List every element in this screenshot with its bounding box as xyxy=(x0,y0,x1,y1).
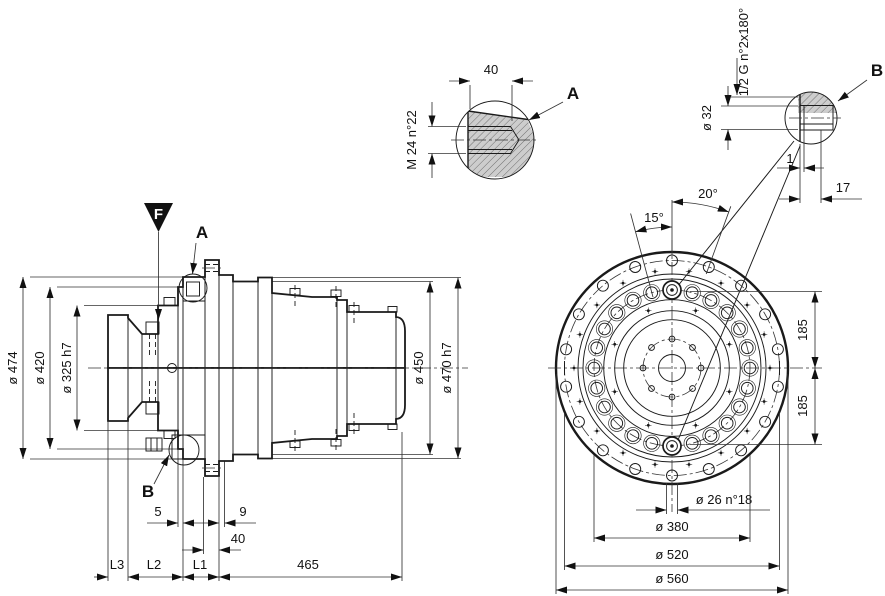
detail-view-b: 1/2 G n°2x180° ø 32 1 17 B xyxy=(676,8,883,441)
dim-dia-380: ø 380 xyxy=(655,519,688,534)
dim-dia-420: ø 420 xyxy=(32,351,47,384)
dim-dia-560: ø 560 xyxy=(655,571,688,586)
dim-185-lower: 185 xyxy=(795,395,810,417)
dim-dia-325: ø 325 h7 xyxy=(59,342,74,393)
dim-l3: L3 xyxy=(110,557,124,572)
dim-angle-20: 20° xyxy=(698,186,718,201)
dim-dia-474: ø 474 xyxy=(5,351,20,384)
dim-holes-spec: ø 26 n°18 xyxy=(696,492,753,507)
dim-5: 5 xyxy=(154,504,161,519)
flange-pocket-top xyxy=(178,273,208,303)
flange-pocket-bottom xyxy=(145,434,206,466)
dim-dia-520: ø 520 xyxy=(655,547,688,562)
dim-9: 9 xyxy=(239,504,246,519)
dim-l1: L1 xyxy=(193,557,207,572)
dim-465: 465 xyxy=(297,557,319,572)
side-view: ø 474 ø 420 ø 325 h7 ø 450 ø 470 h7 5 9 … xyxy=(5,203,468,581)
dim-angle-15: 15° xyxy=(644,210,664,225)
dim-l2: L2 xyxy=(147,557,161,572)
detail-a-thread-spec: M 24 n°22 xyxy=(404,110,419,169)
detail-b-label: B xyxy=(871,61,883,80)
detail-a-label: A xyxy=(567,84,579,103)
dim-dia-470: ø 470 h7 xyxy=(439,342,454,393)
dim-dia-450: ø 450 xyxy=(411,351,426,384)
side-label-a: A xyxy=(196,223,208,242)
detail-b-dim-1: 1 xyxy=(786,151,793,166)
front-view: 15° 20° 185 185 ø 26 n°18 ø 380 ø 520 ø … xyxy=(548,186,822,594)
detail-b-thread-spec: 1/2 G n°2x180° xyxy=(736,8,751,96)
detail-b-dia-32: ø 32 xyxy=(699,105,714,131)
side-label-b: B xyxy=(142,482,154,501)
dim-40: 40 xyxy=(231,531,245,546)
flag-f-label: F xyxy=(154,206,163,223)
detail-b-dim-17: 17 xyxy=(836,180,850,195)
detail-view-a: 40 M 24 n°22 A xyxy=(404,62,579,180)
surface-finish-flag: F xyxy=(144,203,173,320)
detail-a-dim-40: 40 xyxy=(484,62,498,77)
dim-185-upper: 185 xyxy=(795,319,810,341)
